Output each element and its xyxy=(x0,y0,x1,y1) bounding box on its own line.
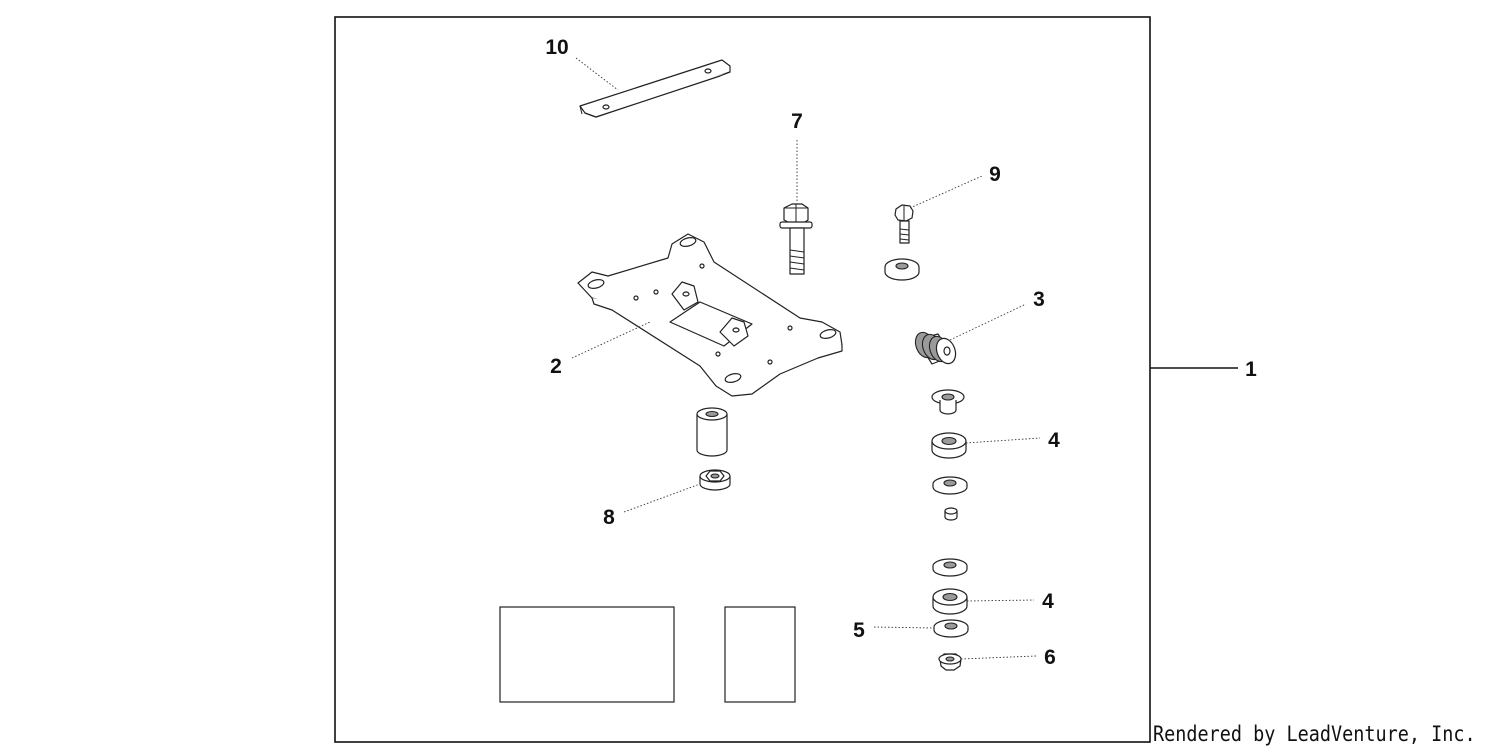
part-6-flange-nut[interactable] xyxy=(938,653,962,671)
callout-6[interactable]: 6 xyxy=(1044,646,1056,669)
part-10-bracket[interactable] xyxy=(579,59,731,118)
callout-3-leader xyxy=(949,303,1027,341)
part-2-mounting-plate[interactable] xyxy=(577,233,843,397)
callout-4a-leader xyxy=(965,437,1041,444)
callout-4b-leader xyxy=(966,599,1035,602)
flanged-collar[interactable] xyxy=(931,389,965,415)
callout-4a[interactable]: 4 xyxy=(1048,429,1060,452)
flat-washer-upper[interactable] xyxy=(932,476,968,495)
callout-8-leader xyxy=(623,483,701,513)
callout-5[interactable]: 5 xyxy=(853,619,865,642)
callout-9[interactable]: 9 xyxy=(989,163,1001,186)
callout-10-leader xyxy=(575,57,619,91)
callout-3[interactable]: 3 xyxy=(1033,288,1045,311)
callout-4b[interactable]: 4 xyxy=(1042,590,1054,613)
callout-9-leader xyxy=(909,175,983,209)
callout-8[interactable]: 8 xyxy=(603,506,615,529)
callout-5-leader xyxy=(873,626,935,629)
callout-1[interactable]: 1 xyxy=(1245,358,1257,381)
part-9-bolt[interactable] xyxy=(884,204,920,281)
instruction-sheet-large[interactable] xyxy=(499,606,675,703)
callout-6-leader xyxy=(960,655,1037,660)
flat-washer-lower[interactable] xyxy=(932,558,968,577)
part-7-bolt[interactable] xyxy=(779,203,813,275)
part-4-lower-washer[interactable] xyxy=(932,588,968,615)
instruction-sheet-small[interactable] xyxy=(724,606,796,703)
small-nut[interactable] xyxy=(944,507,958,521)
part-8-flange-nut[interactable] xyxy=(699,469,731,491)
callout-7[interactable]: 7 xyxy=(791,110,803,133)
part-3-grommet[interactable] xyxy=(912,330,959,367)
spacer-sleeve[interactable] xyxy=(696,407,728,457)
callout-2[interactable]: 2 xyxy=(550,355,562,378)
callout-10[interactable]: 10 xyxy=(545,36,568,59)
rendered-by-credit: Rendered by LeadVenture, Inc. xyxy=(1153,722,1476,746)
part-5-washer[interactable] xyxy=(933,619,969,638)
part-4-upper-washer[interactable] xyxy=(931,432,967,459)
kit-frame xyxy=(334,16,1151,743)
callout-2-leader xyxy=(571,321,651,359)
